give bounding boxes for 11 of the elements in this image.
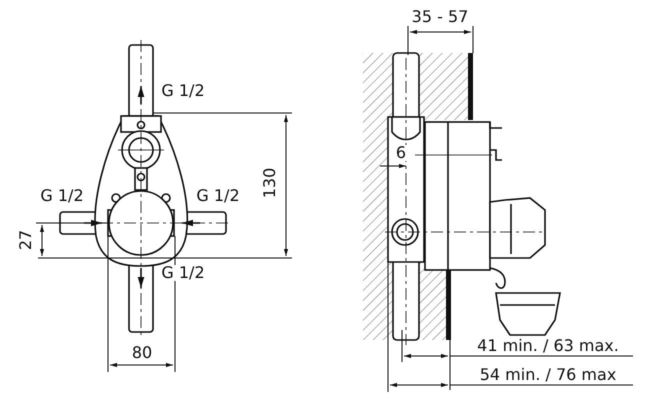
dimension-label: 130 bbox=[262, 166, 278, 200]
thread-size-label: G 1/2 bbox=[160, 83, 206, 99]
thread-size-label: G 1/2 bbox=[195, 188, 241, 204]
dimension-label: 80 bbox=[130, 345, 154, 361]
dimension-label: 35 - 57 bbox=[410, 9, 470, 25]
thread-size-label: G 1/2 bbox=[39, 188, 85, 204]
dimension-label: 41 min. / 63 max. bbox=[476, 338, 620, 354]
dimension-label: 6 bbox=[394, 145, 408, 161]
dimension-label: 54 min. / 76 max bbox=[478, 367, 618, 383]
dimension-label: 27 bbox=[18, 228, 34, 252]
thread-size-label: G 1/2 bbox=[160, 265, 206, 281]
